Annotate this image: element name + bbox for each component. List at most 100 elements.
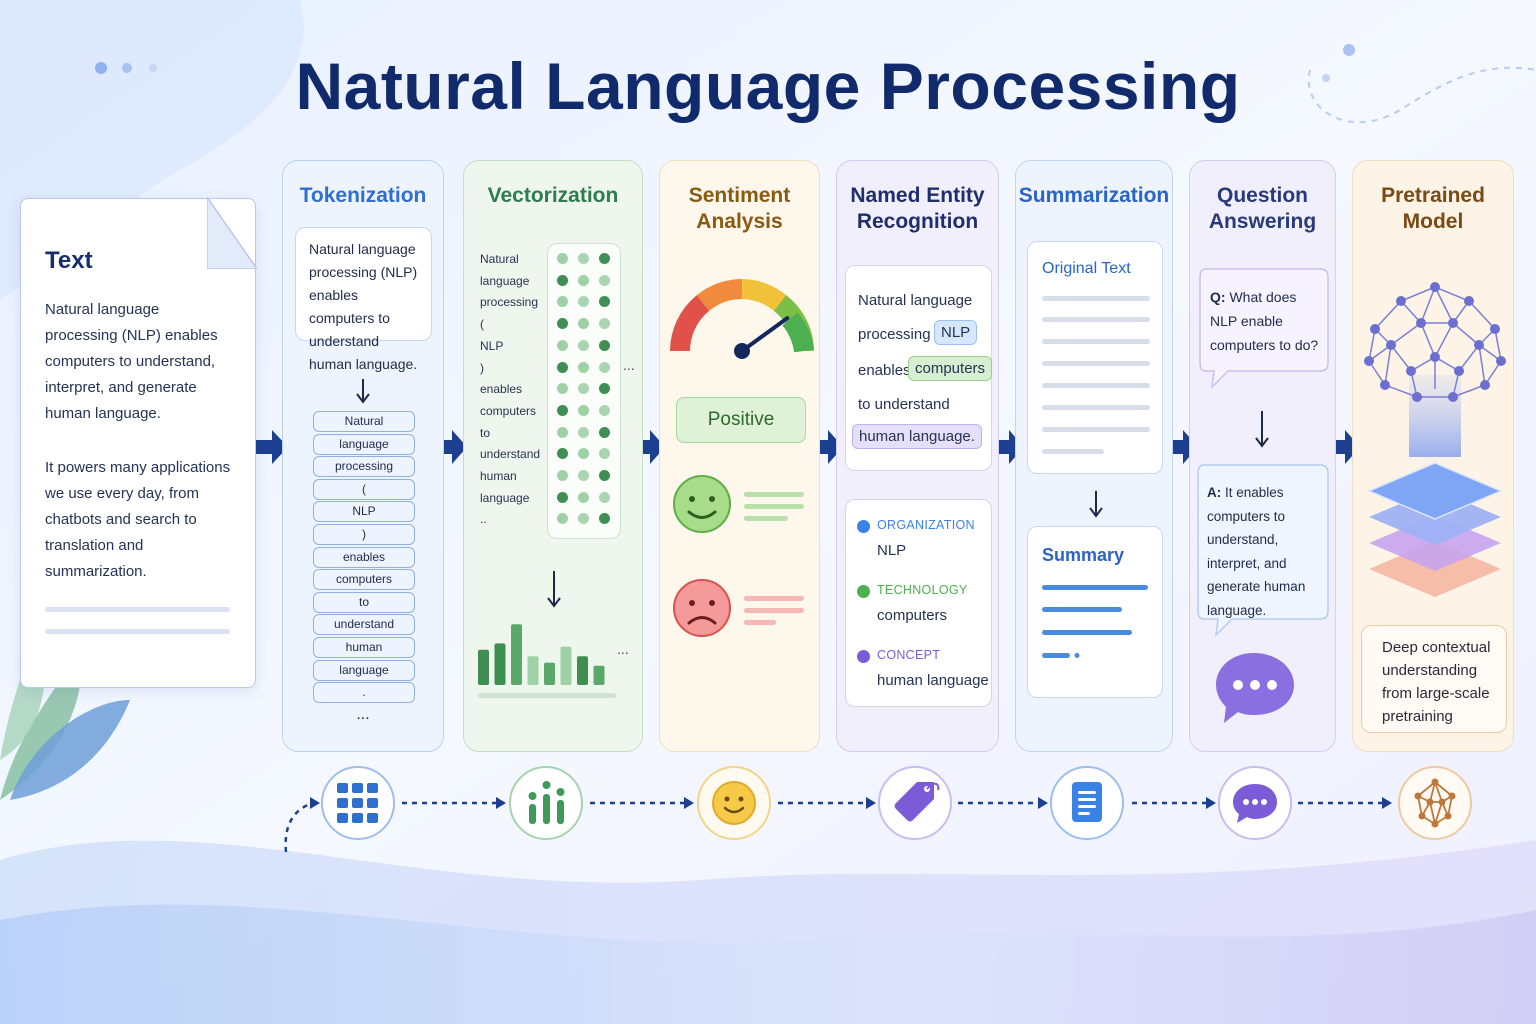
arrow-right-icon (256, 430, 288, 464)
vector-dot (557, 339, 568, 351)
ner-panel: Named Entity Recognition Natural languag… (836, 160, 999, 752)
grid-icon (321, 766, 395, 840)
vector-dot (578, 448, 589, 460)
question-text: Q: What does NLP enable computers to do? (1210, 285, 1326, 357)
vector-dot (599, 383, 610, 395)
chat-bubble-icon (1216, 653, 1294, 723)
arrow-right-icon (816, 430, 843, 464)
grid-icon-glyph (337, 783, 378, 823)
tag-icon (878, 766, 952, 840)
vector-word: language (480, 273, 530, 288)
q-prefix: Q: (1210, 289, 1226, 305)
vector-word: ) (480, 360, 484, 375)
ner-text: enables (858, 362, 911, 379)
tokenization-panel: Tokenization Natural language processing… (282, 160, 444, 752)
arrow-right-icon (997, 430, 1024, 464)
vector-dot (557, 470, 568, 481)
vector-dot (599, 404, 610, 416)
vector-dot (557, 426, 568, 438)
vector-dot (557, 383, 568, 395)
vector-dot (578, 253, 589, 264)
entity-color-dot (857, 585, 870, 598)
summary-lines (1042, 585, 1148, 658)
smiley-icon (697, 766, 771, 840)
token-chip: ) (313, 524, 415, 545)
vector-word: Natural (480, 252, 519, 266)
vector-dot (578, 383, 589, 395)
sentiment-panel: Sentiment Analysis Positive (659, 160, 820, 752)
vector-word: to (480, 425, 491, 440)
arrow-down-icon (1255, 411, 1269, 448)
entity-value: human language (877, 672, 989, 689)
vector-dot (557, 491, 568, 503)
vector-word: understand (480, 447, 541, 462)
sentiment-gauge (670, 279, 814, 359)
answer-bubble (1197, 464, 1329, 638)
vector-dot (599, 513, 610, 525)
token-chip: . (313, 682, 415, 704)
vector-word: NLP (480, 338, 504, 353)
embedding-bar (577, 656, 588, 685)
vector-word: human (480, 469, 517, 483)
embedding-bar (478, 649, 489, 685)
tokenization-source-text: Natural language processing (NLP) enable… (295, 227, 432, 372)
arrow-right-icon (440, 430, 467, 464)
vector-dot (557, 448, 568, 460)
sad-face-icon (673, 579, 804, 637)
summarization-panel: Summarization Original Text Summary (1015, 160, 1173, 752)
text-document-card: Text Natural language processing (NLP) e… (20, 197, 257, 688)
entity-type: CONCEPT (877, 648, 941, 662)
vector-dot (599, 426, 610, 438)
original-text-lines (1042, 296, 1150, 454)
vector-dot (599, 296, 610, 308)
ner-sentence-card: Natural language processing NLP enables … (845, 265, 993, 471)
arrow-right-icon (1171, 430, 1198, 464)
vector-dot (578, 404, 589, 416)
vector-dot (557, 274, 568, 286)
text-paragraph-1: Natural language processing (NLP) enable… (45, 301, 218, 422)
original-text-card: Original Text (1027, 241, 1163, 474)
vector-dot (599, 361, 610, 373)
entity-value: NLP (877, 542, 907, 559)
vector-word: ( (480, 317, 484, 332)
vectorization-title: Vectorization (487, 184, 619, 207)
vector-dot (599, 491, 610, 503)
bar-baseline (478, 693, 616, 698)
summary-card: Summary (1027, 526, 1163, 698)
embedding-bar (511, 624, 522, 685)
embedding-bar (544, 662, 555, 685)
arrow-right-icon (638, 430, 665, 464)
tag-icon-glyph (894, 782, 940, 822)
vector-dot (578, 470, 589, 481)
text-paragraph-2: It powers many applications we use every… (45, 459, 231, 580)
embedding-bar (560, 646, 572, 685)
token-chip: language (313, 659, 415, 681)
vector-word: computers (480, 403, 537, 418)
vector-word: language (480, 490, 530, 505)
vector-dot (578, 513, 589, 525)
vector-dot (578, 491, 589, 503)
text-line (45, 629, 230, 634)
vector-more: ... (623, 357, 635, 373)
ner-text: processing (858, 326, 931, 343)
token-chip: to (313, 591, 415, 613)
vector-dot (578, 361, 589, 373)
vector-dot (578, 318, 589, 330)
vector-dot (557, 404, 568, 416)
vector-word: processing (480, 295, 539, 310)
gauge-needle (740, 316, 790, 353)
vector-dot (599, 318, 610, 330)
ner-text: to understand (858, 396, 950, 413)
token-chip: NLP (313, 501, 415, 523)
arrow-down-icon (356, 379, 370, 404)
token-chip: enables (313, 546, 415, 568)
arrow-down-icon (547, 571, 561, 608)
sentiment-title: Sentiment Analysis (688, 184, 791, 233)
vector-dot (578, 296, 589, 308)
original-text-label: Original Text (1042, 260, 1131, 277)
token-chip: ( (313, 478, 415, 500)
bar-more: ... (617, 641, 629, 657)
question-bubble (1199, 268, 1329, 389)
arrow-right-icon (1333, 430, 1360, 464)
